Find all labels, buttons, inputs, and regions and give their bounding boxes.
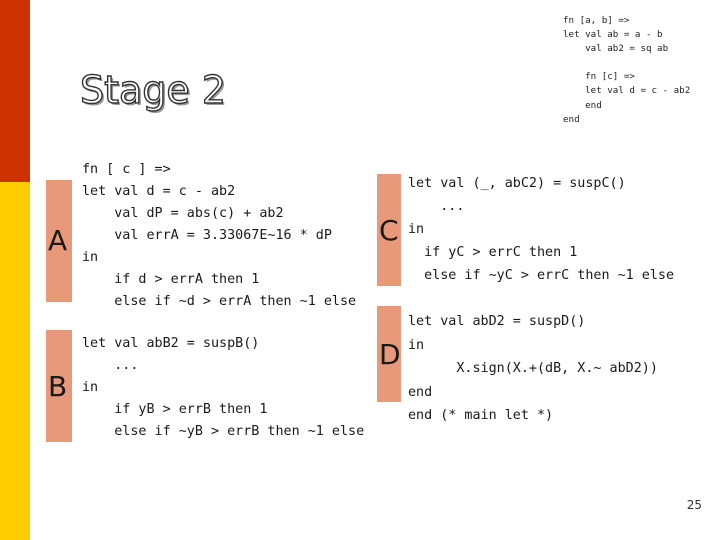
stage-tag-d: D (377, 306, 401, 402)
stage-tag-c-label: C (379, 214, 399, 247)
code-block-b: let val abB2 = suspB() ... in if yB > er… (82, 336, 365, 439)
stage-tag-b: B (46, 330, 72, 442)
code-block-d: let val abD2 = suspD() in X.sign(X.+(dB,… (408, 314, 658, 423)
stage-tag-a-label: A (48, 224, 68, 257)
slide-title: Stage 2 (79, 67, 227, 112)
code-block-c: let val (_, abC2) = suspC() ... in if yC… (408, 176, 675, 283)
stage-tag-d-label: D (379, 338, 401, 371)
stage-tag-c: C (377, 174, 401, 286)
code-block-a: fn [ c ] => let val d = c - ab2 val dP =… (82, 162, 357, 309)
accent-bar-red (0, 0, 30, 182)
stage-tag-b-label: B (48, 370, 68, 403)
code-block-overview: fn [a, b] => let val ab = a - b val ab2 … (563, 15, 691, 125)
stage-tag-a: A (46, 180, 72, 302)
page-number: 25 (686, 498, 702, 512)
accent-bar-yellow (0, 182, 30, 540)
